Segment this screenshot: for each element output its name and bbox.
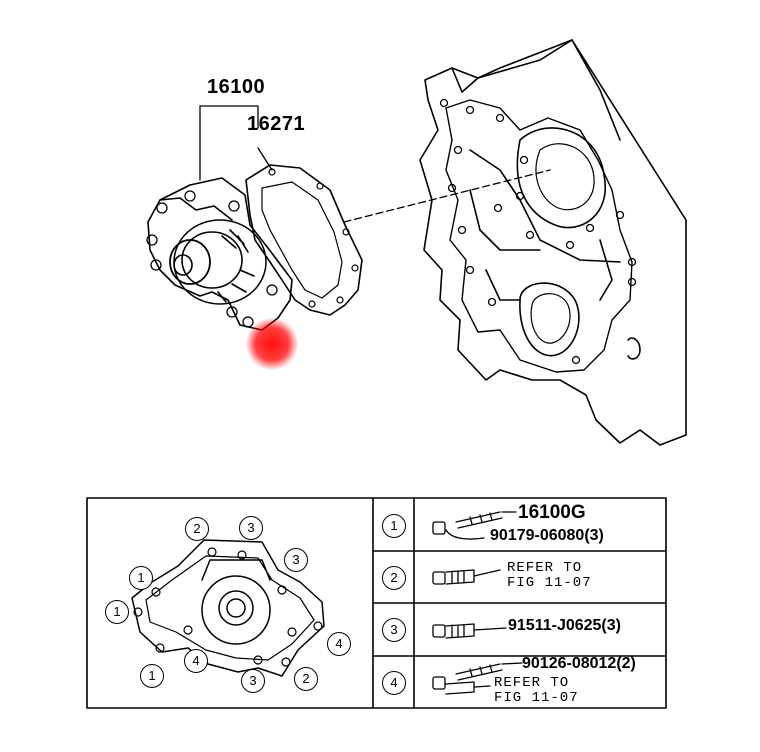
- refer-to-fig-row2: REFER TO FIG 11-07: [507, 560, 592, 591]
- bolt-sketches: [432, 511, 523, 695]
- part-number-91511[interactable]: 91511-J0625(3): [508, 617, 621, 634]
- inset-marker: 3: [241, 669, 265, 693]
- inset-marker: 1: [105, 600, 129, 624]
- inset-marker: 3: [239, 516, 263, 540]
- callout-16271[interactable]: 16271: [247, 113, 306, 135]
- part-number-90126[interactable]: 90126-08012(2): [522, 655, 636, 672]
- inset-marker: 2: [185, 517, 209, 541]
- legend-key-4: 4: [382, 671, 406, 695]
- legend-table-frame: [86, 497, 667, 709]
- engine-block: [343, 39, 687, 446]
- inset-marker: 2: [294, 667, 318, 691]
- legend-key-3: 3: [382, 618, 406, 642]
- inset-marker: 3: [284, 548, 308, 572]
- inset-marker: 4: [327, 632, 351, 656]
- legend-key-1: 1: [382, 514, 406, 538]
- water-pump-assembly: [146, 105, 363, 331]
- callout-16100[interactable]: 16100: [207, 76, 266, 98]
- legend-key-2: 2: [382, 566, 406, 590]
- inset-marker: 1: [129, 566, 153, 590]
- inset-marker: 4: [184, 649, 208, 673]
- inset-pump-outline: [131, 539, 325, 677]
- refer-to-fig-row4: REFER TO FIG 11-07: [494, 675, 579, 706]
- part-number-90179[interactable]: 90179-06080(3): [490, 527, 604, 544]
- inset-marker: 1: [140, 664, 164, 688]
- part-number-16100G[interactable]: 16100G: [518, 502, 586, 523]
